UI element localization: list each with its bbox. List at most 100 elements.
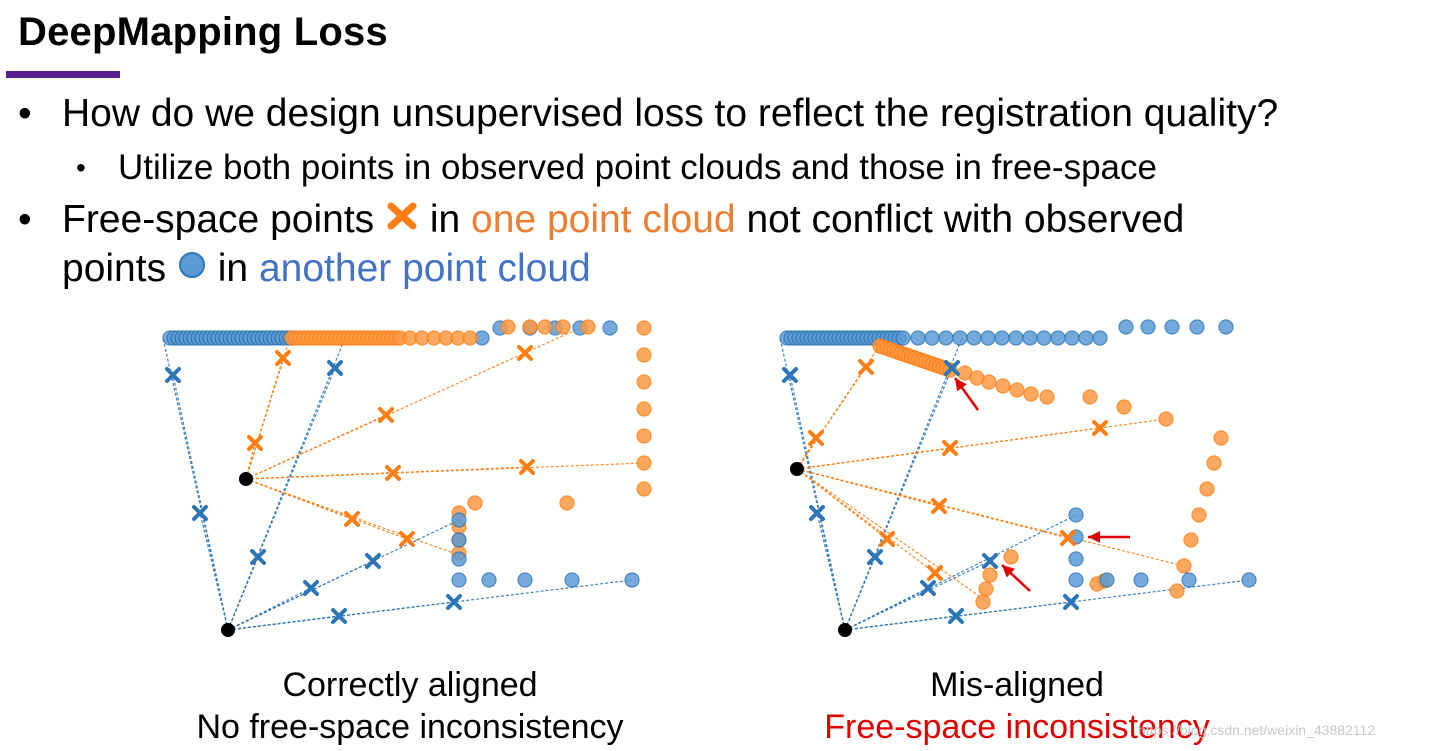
sensor-origin: [221, 623, 235, 637]
orange-free-space-point: [879, 531, 895, 547]
blue-ray: [227, 519, 460, 631]
right-caption-line-2: Free-space inconsistency: [824, 708, 1210, 746]
orange-observed-point: [1169, 583, 1185, 599]
blue-observed-point: [966, 330, 982, 346]
blue-free-space-point: [1063, 594, 1079, 610]
orange-observed-point: [1082, 389, 1098, 405]
bullet-2-part1: Free-space points: [62, 198, 375, 241]
orange-free-space-point: [275, 350, 291, 366]
orange-free-space-point: [399, 531, 415, 547]
blue-ray: [227, 579, 633, 631]
blue-observed-point: [602, 320, 618, 336]
orange-ray: [796, 468, 940, 507]
blue-free-space-point: [782, 367, 798, 383]
sensor-origin: [239, 472, 253, 486]
blue-observed-point: [451, 551, 467, 567]
bullet-1: • How do we design unsupervised loss to …: [18, 90, 1279, 138]
blue-observed-point: [1068, 572, 1084, 588]
bullet-2-part3: not conflict with observed: [746, 198, 1185, 241]
slide-title: DeepMapping Loss: [18, 10, 388, 54]
orange-observed-point: [522, 319, 538, 335]
orange-free-space-point: [942, 440, 958, 456]
orange-free-space-point: [1060, 530, 1076, 546]
blue-ray: [844, 514, 1077, 631]
orange-observed-point: [636, 428, 652, 444]
blue-ray: [779, 337, 846, 631]
orange-free-space-point: [931, 498, 947, 514]
bullet-2-orange-text: one point cloud: [471, 198, 736, 241]
blue-observed-point: [1189, 319, 1205, 335]
blue-free-space-point: [948, 608, 964, 624]
blue-ray: [227, 337, 346, 631]
bullet-2-blue-text: another point cloud: [258, 247, 591, 290]
blue-observed-point: [952, 330, 968, 346]
blue-ray: [199, 512, 229, 631]
orange-ray: [796, 468, 1185, 567]
blue-ray: [844, 337, 963, 631]
blue-observed-point: [938, 330, 954, 346]
orange-observed-point: [1003, 549, 1019, 565]
blue-ray: [844, 579, 1250, 631]
blue-free-space-point: [446, 594, 462, 610]
orange-free-space-point: [1092, 420, 1108, 436]
bullet-1-text: How do we design unsupervised loss to re…: [62, 92, 1279, 135]
orange-ray: [796, 468, 936, 574]
blue-free-space-point: [944, 360, 960, 376]
blue-observed-point: [1099, 572, 1115, 588]
blue-observed-point: [1164, 319, 1180, 335]
orange-free-space-point: [247, 435, 263, 451]
orange-observed-point: [580, 319, 596, 335]
blue-observed-point: [1078, 330, 1094, 346]
blue-observed-point: [910, 330, 926, 346]
orange-ray: [245, 478, 408, 540]
blue-ray: [172, 374, 229, 631]
blue-free-space-point: [165, 367, 181, 383]
orange-observed-point: [982, 567, 998, 583]
blue-observed-point: [1036, 330, 1052, 346]
orange-free-space-point: [927, 565, 943, 581]
red-arrow-head: [1002, 565, 1015, 578]
blue-observed-point: [1241, 572, 1257, 588]
orange-observed-point: [1206, 455, 1222, 471]
orange-ray: [245, 357, 284, 480]
orange-observed-point: [462, 330, 478, 346]
watermark: https://blog.csdn.net/weixin_43882112: [1138, 722, 1376, 738]
blue-observed-point: [1068, 507, 1084, 523]
orange-free-space-point: [378, 407, 394, 423]
right-figure-mis-aligned: [779, 319, 1257, 637]
blue-observed-point: [1118, 319, 1134, 335]
sub-bullet-1: • Utilize both points in observed point …: [76, 147, 1157, 189]
orange-free-space-point: [808, 430, 824, 446]
blue-ray: [162, 337, 229, 631]
orange-observed-point: [636, 374, 652, 390]
blue-dot-icon: [177, 244, 207, 292]
blue-free-space-point: [327, 360, 343, 376]
sensor-origin: [838, 623, 852, 637]
blue-free-space-point: [303, 580, 319, 596]
sub-bullet-1-text: Utilize both points in observed point cl…: [118, 148, 1157, 187]
orange-observed-point: [500, 319, 516, 335]
red-arrow-head: [955, 378, 967, 392]
blue-observed-point: [517, 572, 533, 588]
blue-observed-point: [481, 572, 497, 588]
blue-free-space-point: [867, 549, 883, 565]
bullet-2-part5: in: [217, 247, 249, 290]
blue-observed-point: [451, 512, 467, 528]
orange-free-space-point: [344, 511, 360, 527]
blue-free-space-point: [331, 608, 347, 624]
orange-free-space-point: [519, 459, 535, 475]
orange-observed-point: [978, 581, 994, 597]
bullet-2-part4: points: [62, 247, 167, 290]
orange-ray: [245, 478, 460, 556]
orange-ray: [796, 468, 986, 601]
orange-observed-point: [467, 495, 483, 511]
blue-ray: [789, 374, 846, 631]
blue-observed-point: [451, 572, 467, 588]
left-caption-line-2: No free-space inconsistency: [196, 708, 624, 746]
blue-observed-point: [1064, 330, 1080, 346]
blue-free-space-point: [250, 549, 266, 565]
blue-observed-point: [994, 330, 1010, 346]
orange-observed-point: [1199, 481, 1215, 497]
orange-free-space-point: [858, 359, 874, 375]
orange-observed-point: [981, 374, 997, 390]
